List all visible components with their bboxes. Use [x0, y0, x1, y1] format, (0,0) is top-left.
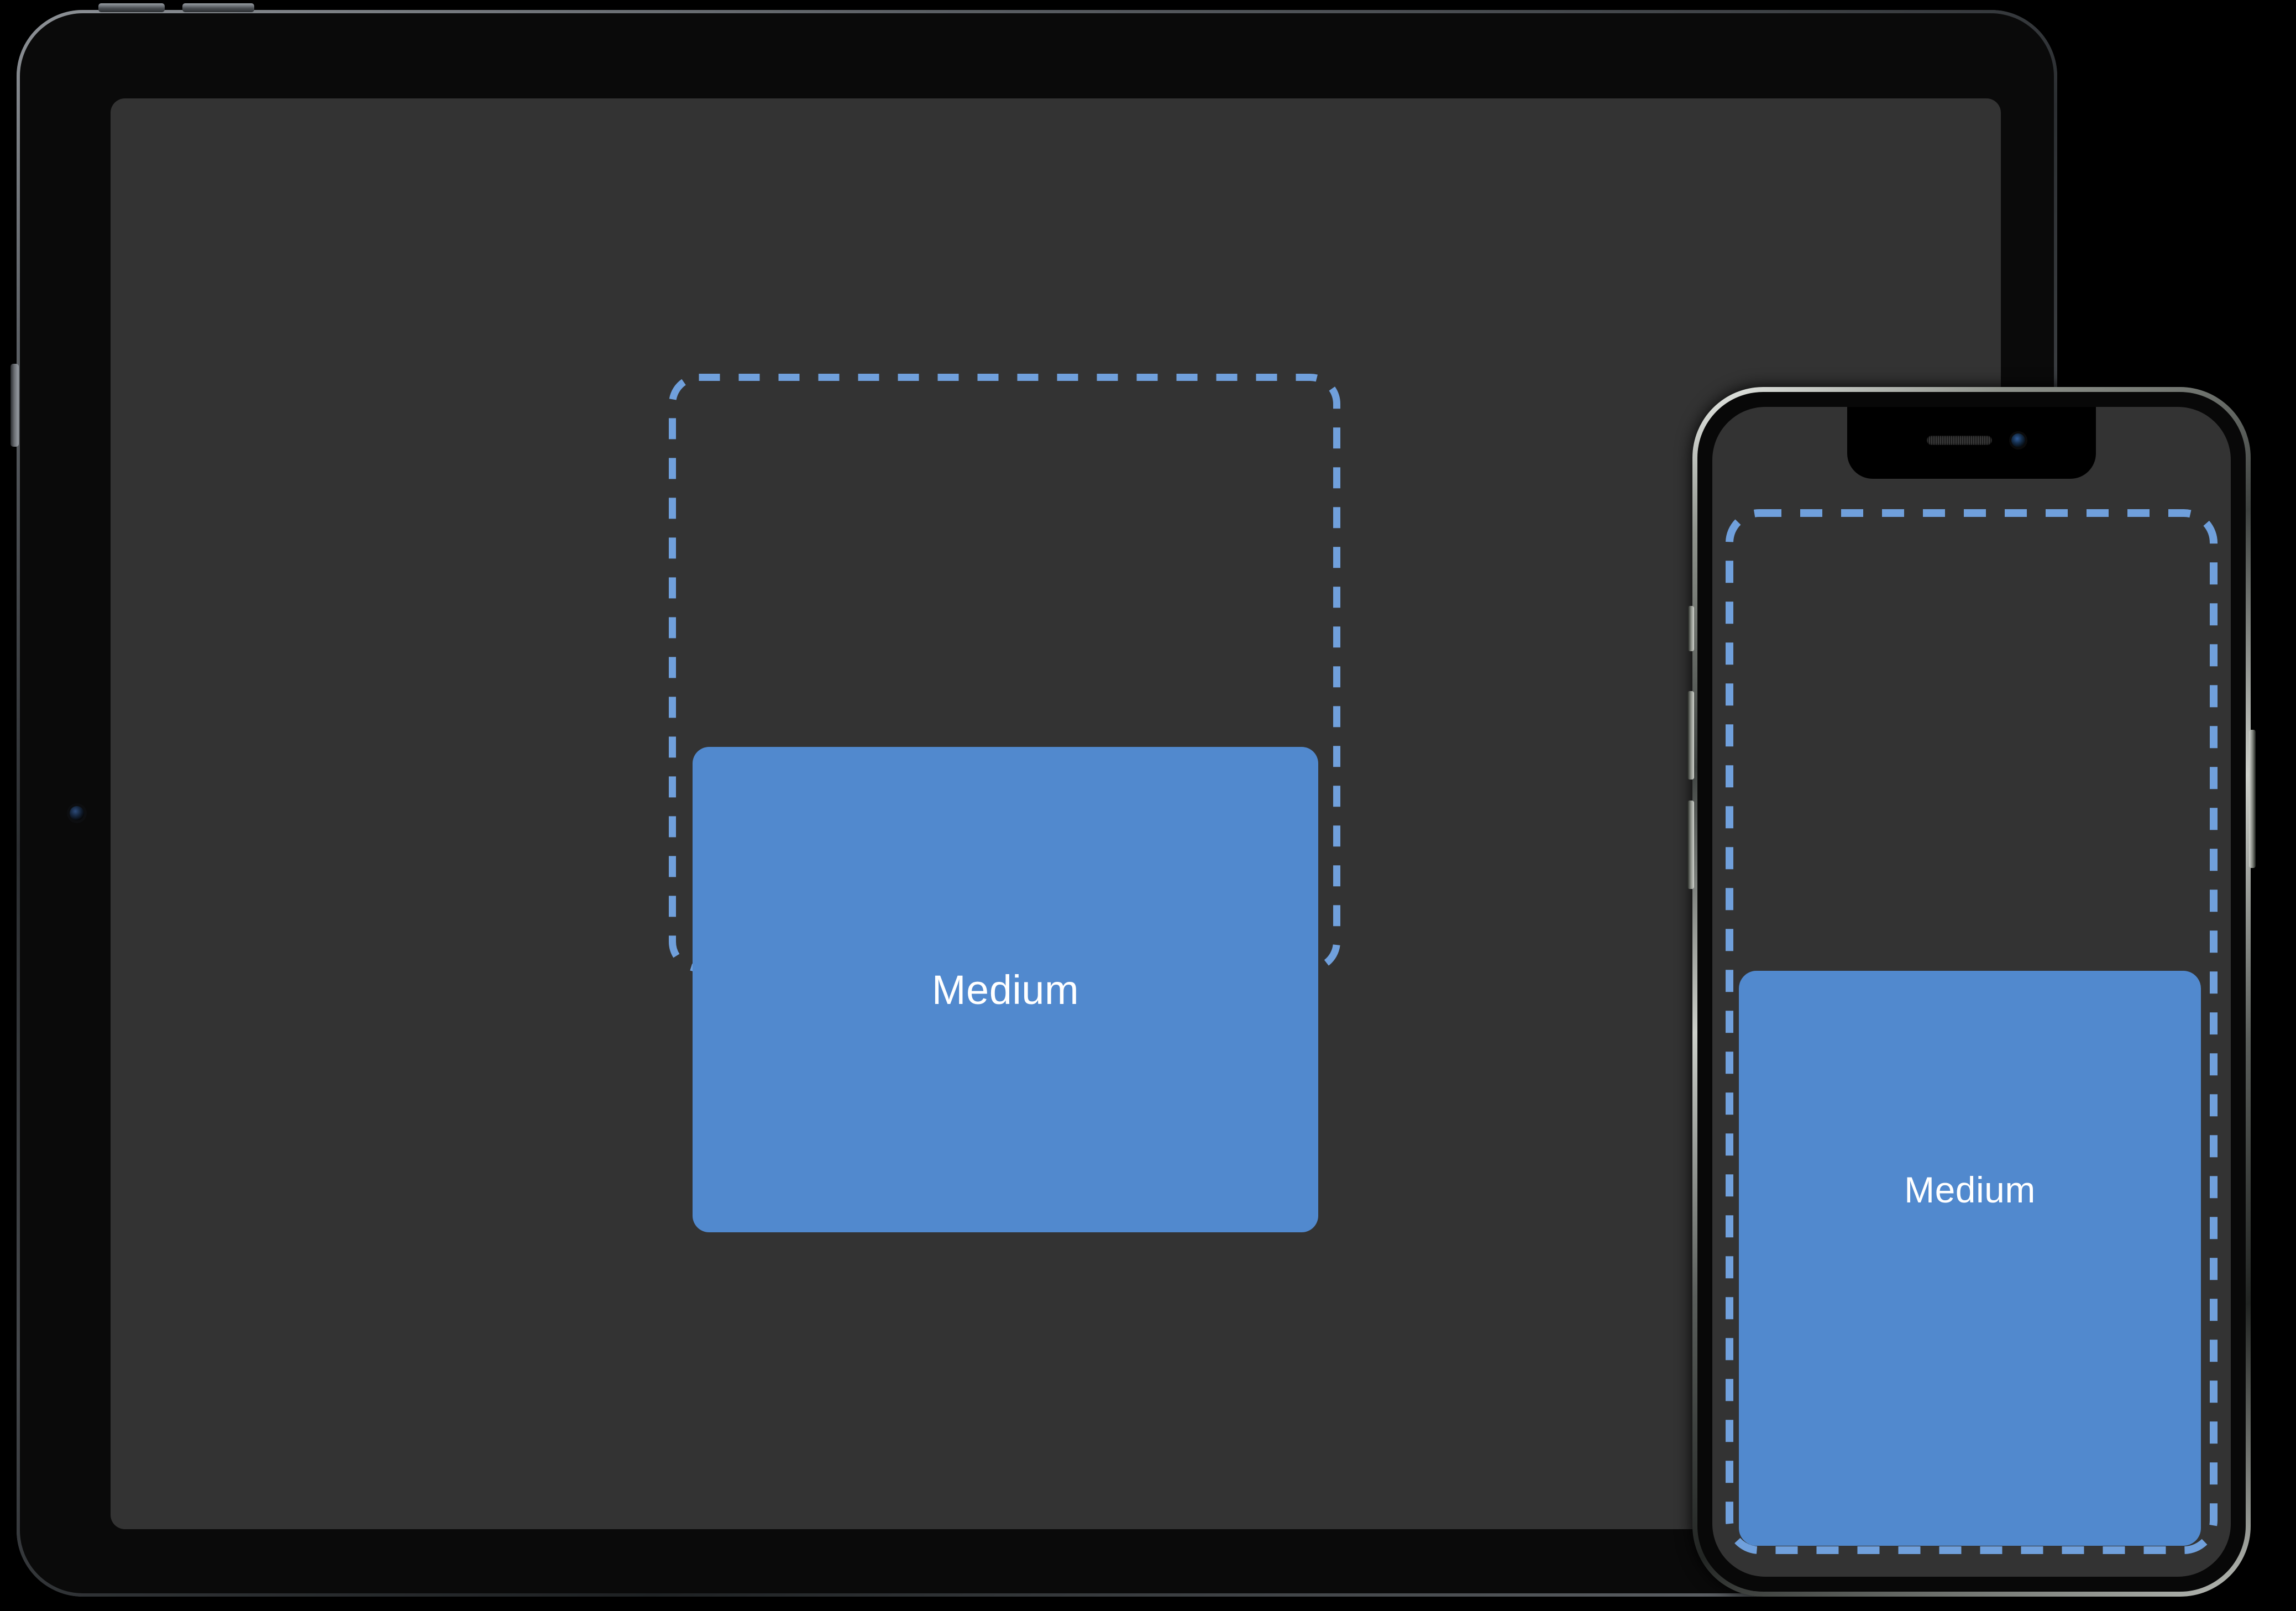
iphone-medium-widget[interactable]: Medium — [1739, 971, 2201, 1546]
ipad-medium-widget[interactable]: Medium — [693, 747, 1318, 1232]
iphone-notch — [1847, 407, 2096, 479]
iphone-device: Medium — [1687, 387, 2256, 1597]
dashed-outline-svg — [1726, 509, 2218, 1554]
ipad-top-button-2[interactable] — [182, 3, 254, 12]
earpiece-speaker-icon — [1927, 436, 1992, 445]
ipad-top-button-1[interactable] — [98, 3, 165, 12]
front-camera-icon — [2011, 433, 2025, 447]
ipad-widget-placeholder-outline — [669, 374, 1340, 972]
iphone-screen: Medium — [1712, 407, 2231, 1577]
iphone-widget-label: Medium — [1904, 1169, 2036, 1210]
iphone-widget-placeholder-outline — [1726, 509, 2218, 1554]
iphone-mute-switch[interactable] — [1688, 606, 1694, 651]
ipad-volume-button[interactable] — [11, 364, 19, 447]
ipad-front-camera-icon — [70, 806, 84, 820]
iphone-volume-down-button[interactable] — [1687, 801, 1694, 889]
iphone-power-button[interactable] — [2249, 730, 2256, 868]
dashed-outline-svg — [669, 374, 1340, 972]
ipad-widget-label: Medium — [931, 966, 1079, 1013]
iphone-volume-up-button[interactable] — [1687, 691, 1694, 780]
ipad-screen: Medium — [111, 98, 2001, 1529]
